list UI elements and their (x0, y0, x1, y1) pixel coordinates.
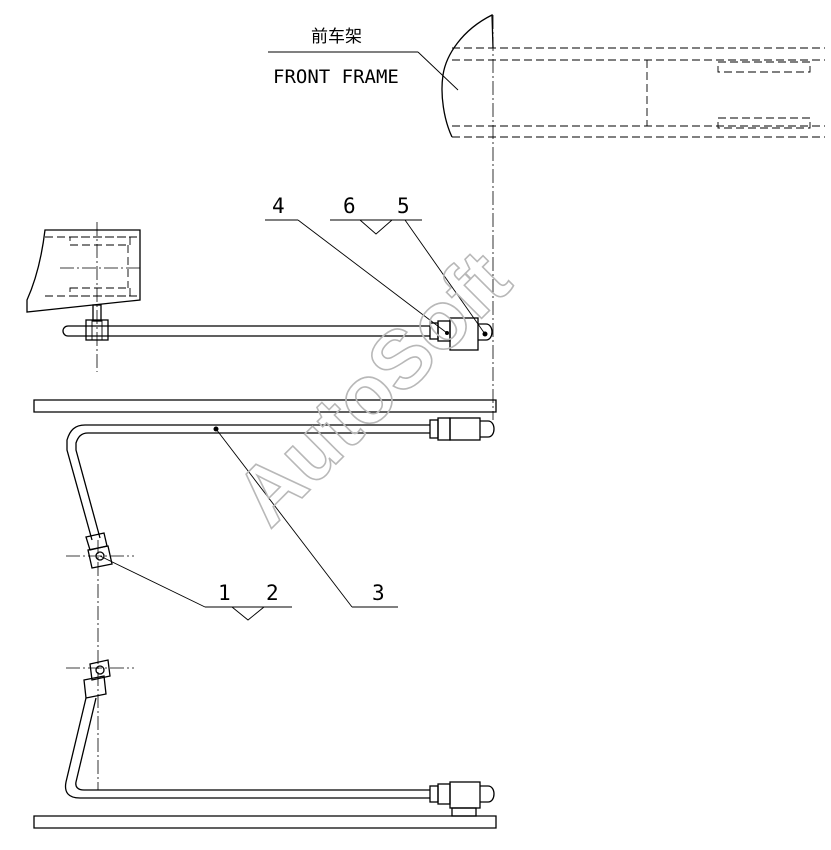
callout-group-12-3 (99, 428, 398, 621)
callout-6: 6 (343, 194, 356, 218)
frame-label-cn: 前车架 (311, 27, 362, 47)
axle-bracket (26, 222, 141, 372)
callout-2: 2 (266, 581, 279, 605)
upper-rail (33, 399, 497, 413)
front-frame (268, 13, 825, 138)
upper-brake-tube (62, 317, 493, 351)
tee-fitting-upper (66, 532, 134, 569)
callout-4: 4 (272, 194, 285, 218)
callout-1: 1 (218, 581, 231, 605)
callout-5: 5 (397, 194, 410, 218)
callout-group-456 (265, 219, 486, 335)
watermark: AutoSoft (218, 234, 527, 543)
callout-3: 3 (372, 581, 385, 605)
tee-fitting-lower (66, 659, 134, 699)
lower-rail (33, 815, 497, 829)
frame-label-en: FRONT FRAME (273, 66, 399, 88)
bent-brake-tube-lower (64, 697, 495, 817)
